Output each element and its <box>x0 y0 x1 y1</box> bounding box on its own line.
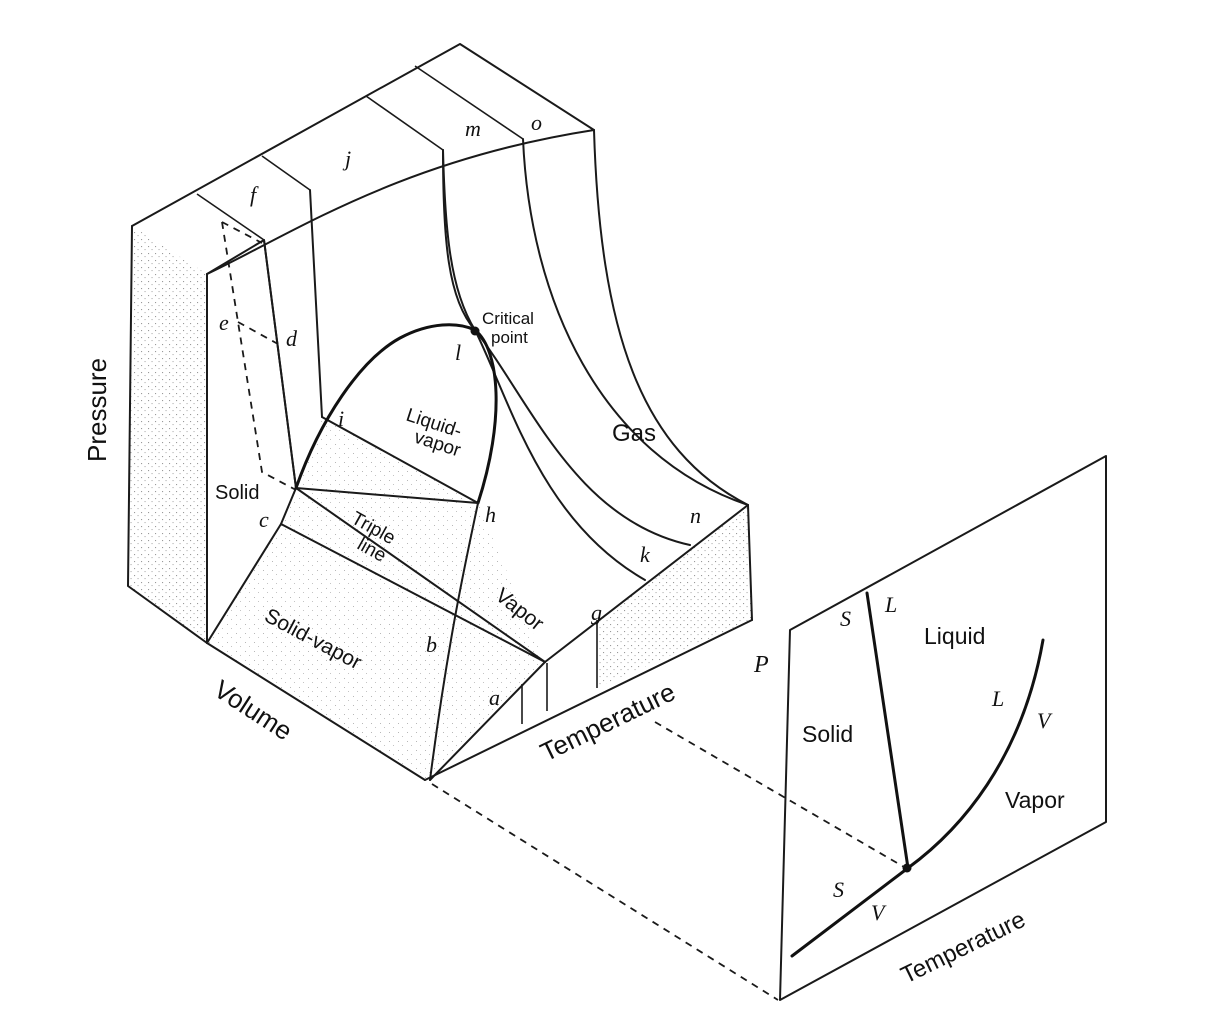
left-side-face <box>128 226 207 643</box>
critical-point-marker <box>470 326 480 336</box>
point-label-l: l <box>455 340 461 365</box>
side-line-g <box>544 504 749 663</box>
top-front-curve <box>206 129 595 275</box>
isotherm-j <box>309 189 323 418</box>
point-label-c: c <box>259 507 269 532</box>
liquid-vapor-face <box>281 417 545 662</box>
solid-dashed-e-d <box>237 321 279 345</box>
solid-region-label: Solid <box>215 482 259 504</box>
critical-point-label-2: point <box>491 328 528 347</box>
sublimation-line <box>429 661 546 781</box>
right-side-face <box>598 505 752 687</box>
bottom-right-edge <box>424 619 753 781</box>
left-back-edge <box>127 225 208 644</box>
top-divider-f <box>196 193 265 241</box>
point-label-f: f <box>250 182 259 207</box>
top-back-edge <box>131 43 595 227</box>
point-label-o: o <box>531 110 542 135</box>
top-divider-o <box>414 65 524 140</box>
solid-vapor-face <box>207 524 545 780</box>
solid-liquid-edge <box>263 239 297 489</box>
top-divider-m <box>365 95 444 151</box>
projection-dash-triple <box>654 721 905 868</box>
projection-vapor-label: Vapor <box>1005 787 1065 813</box>
projection-plane-frame <box>779 455 1107 1001</box>
isotherm-critical-k <box>474 329 646 581</box>
isotherm-o-n-inner <box>593 129 749 506</box>
triple-point-marker <box>902 863 912 873</box>
saturation-dome-liquid <box>294 323 477 490</box>
saturation-dome-vapor <box>473 328 498 505</box>
sublimation-curve <box>790 866 910 958</box>
projection-temperature-label: Temperature <box>897 906 1030 989</box>
vapor-dome-lower <box>429 502 479 781</box>
point-label-d: d <box>286 326 298 351</box>
point-label-i: i <box>338 406 344 431</box>
triple-line-upper <box>295 487 546 663</box>
solid-top-face <box>206 239 297 489</box>
top-divider-j <box>261 155 311 191</box>
pressure-axis-label: Pressure <box>82 358 112 462</box>
projection-label-s-low: S <box>833 877 844 902</box>
projection-label-l-mid: L <box>991 686 1004 711</box>
projection-label-v-mid: V <box>1037 708 1053 733</box>
projection-pressure-label: P <box>753 652 769 678</box>
point-label-m: m <box>465 116 481 141</box>
projection-dash-bottom <box>431 783 779 1001</box>
fusion-curve <box>865 591 910 870</box>
projection-label-l-top: L <box>884 592 897 617</box>
projection-liquid-label: Liquid <box>924 623 985 649</box>
projection-solid-label: Solid <box>802 721 853 747</box>
point-label-b: b <box>426 632 437 657</box>
isotherm-m-k <box>442 149 476 331</box>
triple-line-back <box>295 487 479 504</box>
gas-region-label: Gas <box>612 420 656 447</box>
critical-point-label-1: Critical <box>482 309 534 328</box>
point-label-j: j <box>342 146 351 171</box>
liquid-vapor-top <box>321 416 479 504</box>
point-label-k: k <box>640 542 651 567</box>
triple-line-lower <box>280 523 546 663</box>
isotherm-o-n <box>522 138 749 506</box>
right-vertical-edge <box>747 504 753 621</box>
point-label-a: a <box>489 685 500 710</box>
point-label-g: g <box>591 600 602 625</box>
projection-label-s-top: S <box>840 606 851 631</box>
point-label-e: e <box>219 310 229 335</box>
projection-label-v-low: V <box>871 900 887 925</box>
bottom-front-edge <box>206 642 426 781</box>
point-label-h: h <box>485 502 496 527</box>
point-label-n: n <box>690 503 701 528</box>
vaporization-curve <box>906 638 1045 870</box>
isotherm-m-critical <box>442 149 691 546</box>
